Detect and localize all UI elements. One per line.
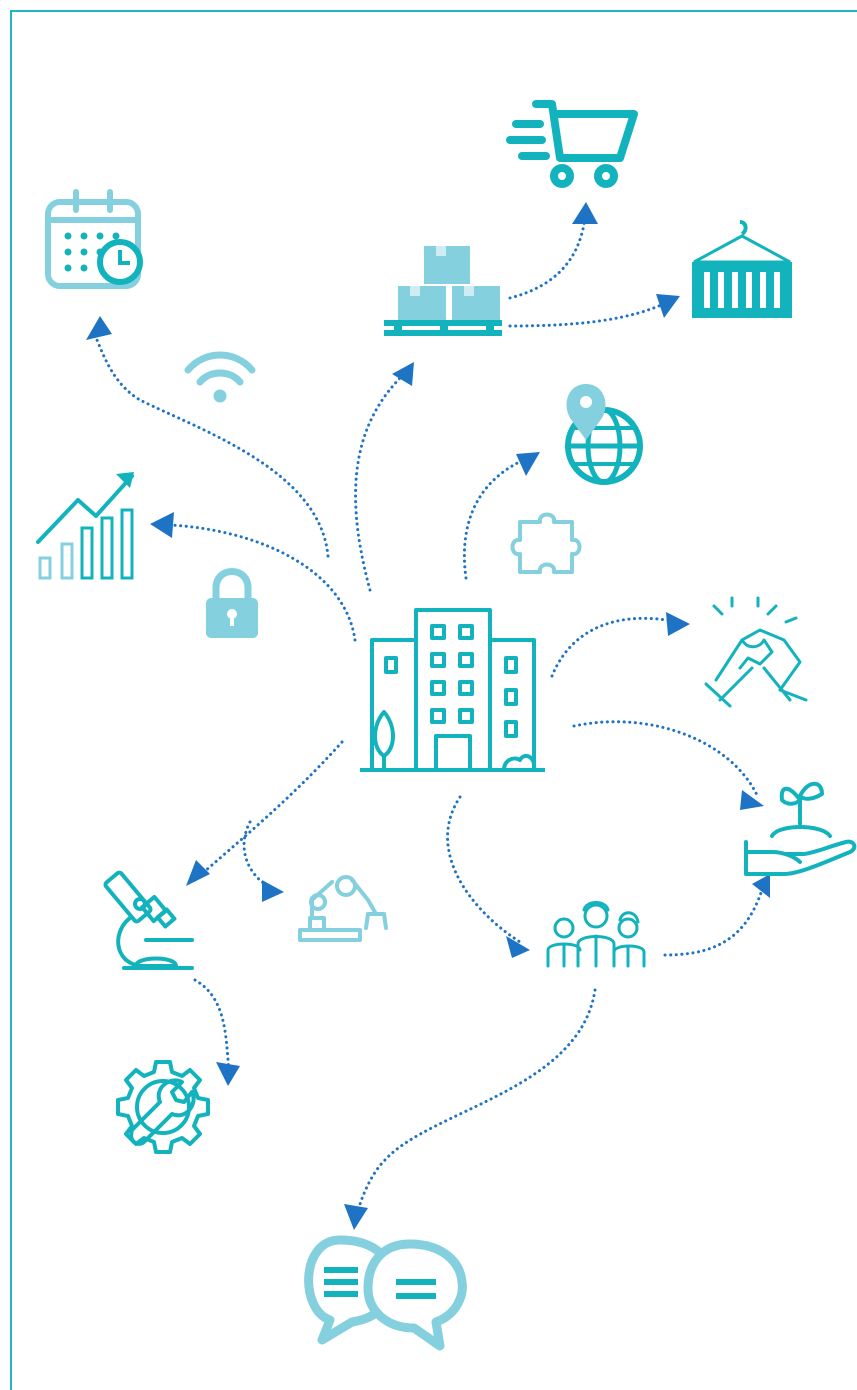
puzzle-icon bbox=[510, 512, 582, 574]
handshake-icon bbox=[704, 596, 808, 708]
arrowheads bbox=[86, 202, 770, 1230]
microscope-icon bbox=[103, 870, 194, 970]
arrowhead-cart bbox=[572, 202, 598, 224]
gear-wrench-icon bbox=[116, 1060, 210, 1154]
arrow-to-chat bbox=[353, 988, 597, 1224]
arrowhead-calendar bbox=[86, 316, 112, 340]
arrow-to-team bbox=[446, 795, 522, 944]
arrowhead-handshake bbox=[666, 612, 690, 636]
globe-location-icon bbox=[565, 384, 643, 485]
wifi-icon bbox=[184, 351, 256, 403]
arrowhead-team bbox=[506, 936, 530, 958]
frame-border bbox=[10, 10, 857, 1390]
arrow-to-globe bbox=[462, 456, 530, 580]
arrowhead-pallet bbox=[392, 362, 414, 386]
team-icon bbox=[546, 901, 646, 968]
arrow-to-gear bbox=[193, 978, 232, 1080]
plant-hand-icon bbox=[744, 781, 857, 876]
arrowhead-robot bbox=[262, 880, 284, 902]
arrowhead-container bbox=[656, 294, 680, 318]
robot-arm-icon bbox=[298, 875, 388, 942]
arrow-to-calendar bbox=[93, 333, 330, 558]
arrowhead-microscope bbox=[186, 860, 210, 886]
arrow-to-container bbox=[508, 300, 670, 328]
arrowhead-globe bbox=[516, 452, 540, 476]
chat-bubbles-icon bbox=[304, 1235, 467, 1351]
lock-icon bbox=[206, 568, 258, 638]
arrow-team-to-plant bbox=[663, 878, 767, 957]
arrow-to-handshake bbox=[550, 616, 680, 678]
arrowhead-chart bbox=[150, 512, 174, 538]
arrow-to-cart bbox=[508, 216, 587, 300]
arrowhead-gear bbox=[216, 1062, 240, 1086]
arrowhead-chat bbox=[344, 1204, 368, 1230]
arrowhead-team-plant bbox=[752, 874, 770, 898]
pallet-boxes-icon bbox=[384, 246, 502, 336]
calendar-clock-icon bbox=[45, 189, 143, 289]
arrow-to-microscope bbox=[193, 740, 344, 882]
connector-arrows bbox=[93, 216, 767, 1224]
arrow-to-plant bbox=[572, 720, 759, 797]
growth-chart-icon bbox=[36, 472, 134, 580]
arrow-to-pallet bbox=[354, 376, 402, 592]
shipping-container-icon bbox=[692, 220, 792, 318]
arrow-to-chart bbox=[168, 523, 357, 642]
arrowhead-plant bbox=[740, 790, 764, 810]
building-icon bbox=[360, 608, 545, 772]
shopping-cart-icon bbox=[506, 100, 638, 188]
